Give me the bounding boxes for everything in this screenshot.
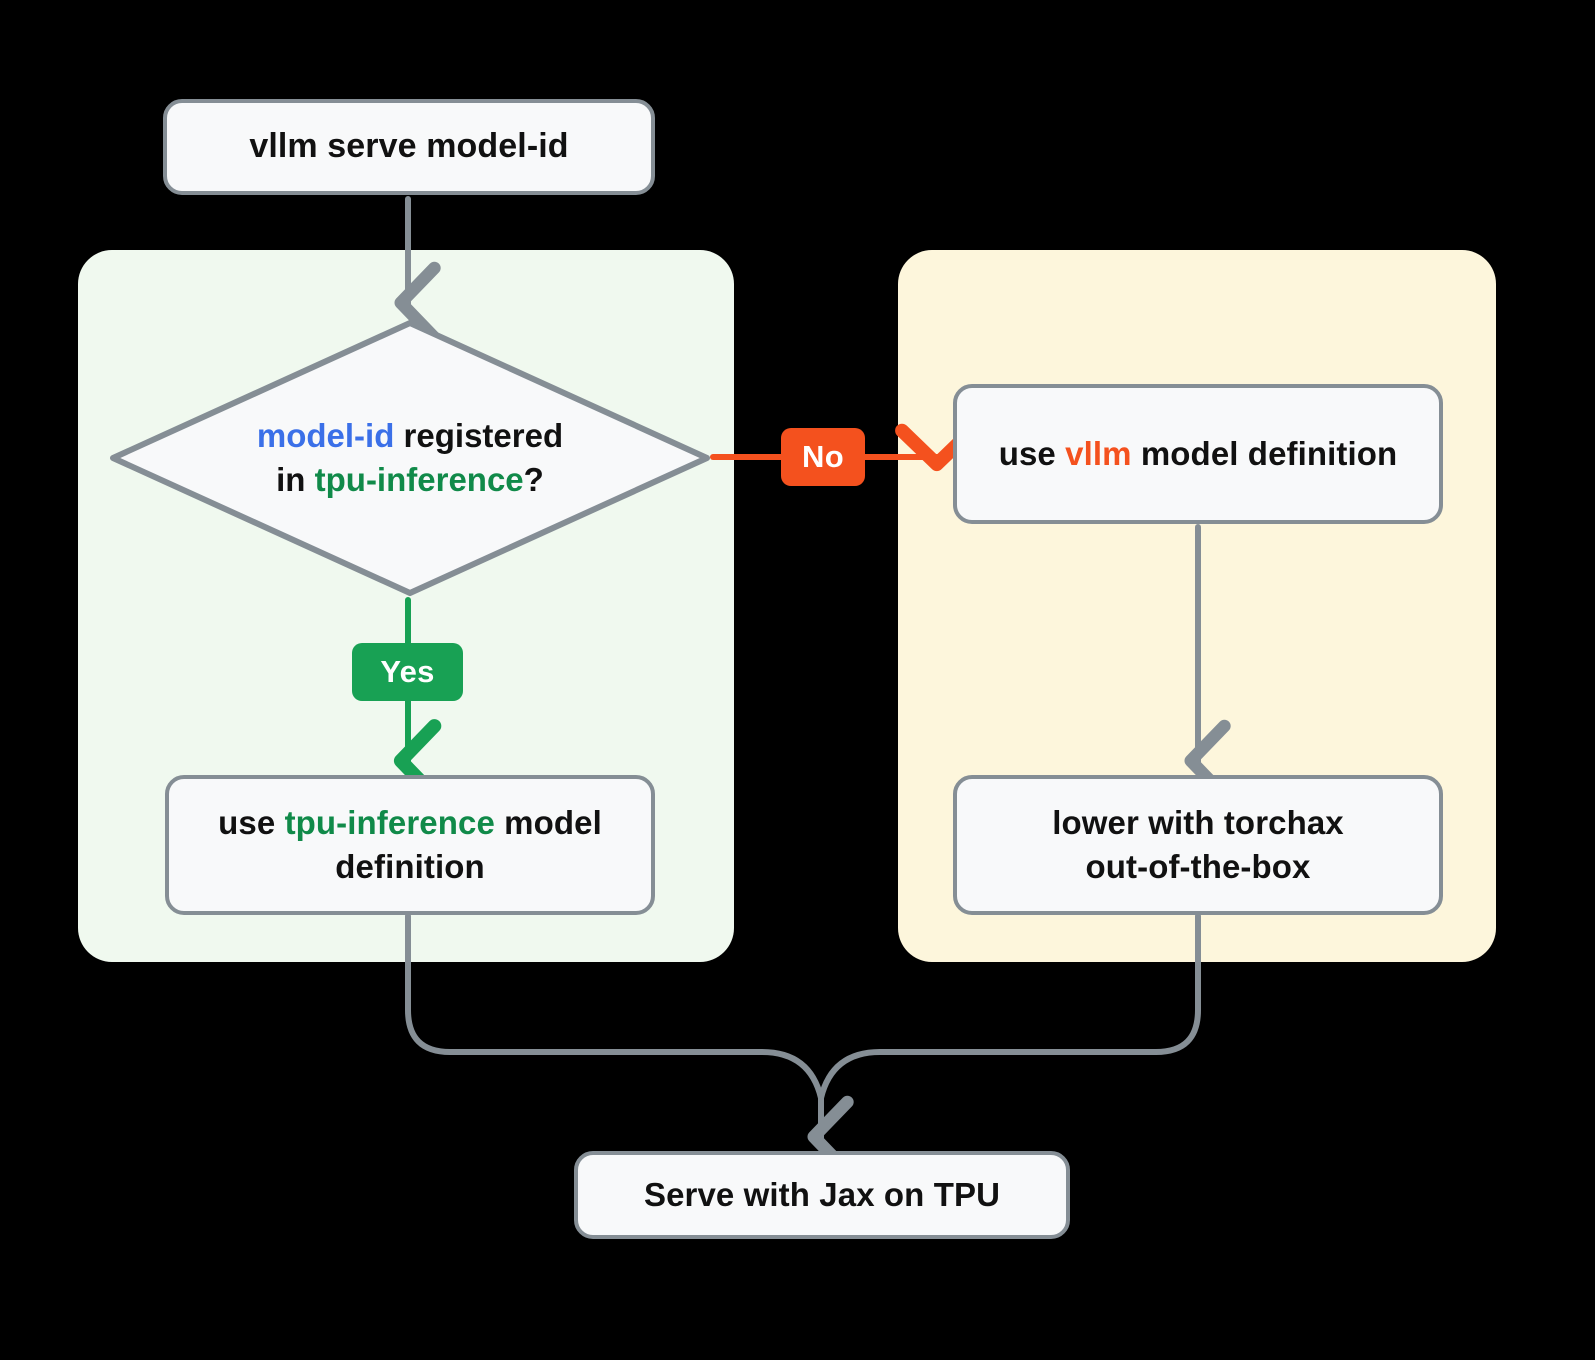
- edge-badge-no[interactable]: No: [781, 428, 865, 486]
- tpu-def-token-tpu-inference: tpu-inference: [284, 804, 495, 842]
- vllm-def-text-model-definition: model definition: [1131, 435, 1398, 473]
- tpu-def-text-model-definition: model definition: [335, 804, 602, 885]
- node-vllm-definition[interactable]: use vllm model definition: [953, 384, 1443, 524]
- edge-badge-yes[interactable]: Yes: [352, 643, 463, 701]
- torchax-line2: out-of-the-box: [1085, 848, 1311, 885]
- node-torchax[interactable]: lower with torchax out-of-the-box: [953, 775, 1443, 915]
- torchax-line1: lower with torchax: [1052, 804, 1344, 842]
- diamond-shape: [110, 320, 710, 596]
- node-decision[interactable]: model-id registered in tpu-inference?: [108, 318, 712, 598]
- node-tpu-definition-label: use tpu-inference model definition: [169, 801, 651, 889]
- node-decision-label: model-id registered in tpu-inference?: [108, 318, 712, 598]
- node-torchax-label: lower with torchax out-of-the-box: [1038, 801, 1358, 889]
- decision-text-registered: registered: [394, 416, 564, 454]
- decision-text-in: in: [276, 461, 315, 498]
- node-serve[interactable]: Serve with Jax on TPU: [574, 1151, 1070, 1239]
- node-start-label: vllm serve model-id: [249, 127, 569, 166]
- node-start[interactable]: vllm serve model-id: [163, 99, 655, 195]
- vllm-def-token-vllm: vllm: [1065, 435, 1132, 473]
- node-vllm-definition-label: use vllm model definition: [985, 432, 1412, 476]
- decision-token-tpu-inference: tpu-inference: [314, 461, 524, 498]
- edge-badge-yes-label: Yes: [380, 654, 435, 689]
- edge-badge-no-label: No: [802, 439, 844, 474]
- decision-token-model-id: model-id: [256, 416, 395, 454]
- node-serve-label: Serve with Jax on TPU: [643, 1176, 1001, 1214]
- tpu-def-text-use: use: [218, 804, 285, 842]
- node-tpu-definition[interactable]: use tpu-inference model definition: [165, 775, 655, 915]
- decision-text-question: ?: [523, 461, 544, 498]
- vllm-def-text-use: use: [998, 435, 1066, 473]
